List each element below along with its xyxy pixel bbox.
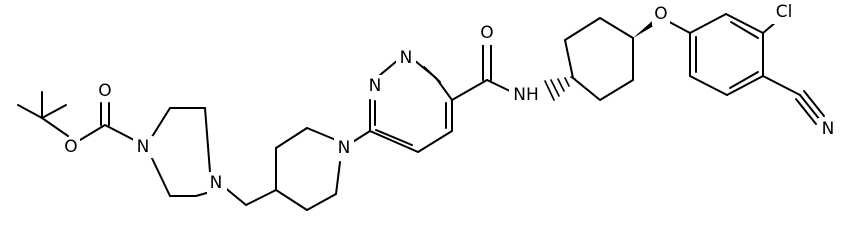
svg-text:O: O <box>654 4 667 24</box>
atom-ester-oxygen-boc: O <box>62 137 80 159</box>
atom-nitrogen-piperazine-benzyl: N <box>207 172 227 194</box>
atom-chlorine: Cl <box>770 2 800 24</box>
atom-labels: O O N N N N N O <box>62 2 838 194</box>
svg-text:O: O <box>64 137 77 157</box>
svg-text:N: N <box>210 173 223 193</box>
atom-amide-oxygen: O <box>478 23 496 45</box>
svg-text:N: N <box>369 76 382 96</box>
atom-ether-oxygen: O <box>652 4 670 26</box>
bond-lines <box>17 13 825 211</box>
chemical-structure-diagram: O O N N N N N O <box>17 2 838 211</box>
svg-text:N: N <box>137 137 150 157</box>
atom-nitrogen-piperazine-boc: N <box>133 136 153 158</box>
atom-nitrogen-pyridazine-1: N <box>365 75 385 97</box>
svg-text:N: N <box>338 138 351 158</box>
atom-nitrile-nitrogen: N <box>818 118 838 140</box>
svg-text:N: N <box>400 48 413 68</box>
atom-nitrogen-pyridazine-2: N <box>396 48 416 70</box>
svg-text:NH: NH <box>513 85 539 105</box>
hashed-wedge-bond <box>544 76 576 101</box>
svg-text:O: O <box>480 23 493 43</box>
svg-text:O: O <box>98 81 111 101</box>
atom-amide-nitrogen: NH <box>509 84 543 106</box>
stereo-wedge-bonds <box>544 15 662 101</box>
atom-nitrogen-piperidine: N <box>334 137 354 159</box>
svg-text:Cl: Cl <box>776 2 793 22</box>
svg-text:N: N <box>822 119 835 139</box>
atom-carbonyl-oxygen-boc: O <box>96 80 114 102</box>
